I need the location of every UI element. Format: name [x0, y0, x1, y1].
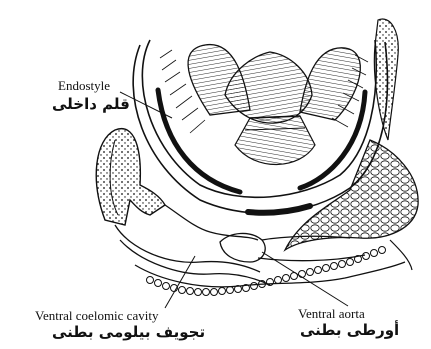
bead-chain	[147, 247, 386, 296]
ventral-aorta-label: Ventral aorta	[298, 307, 365, 320]
ventral-aorta-label-persian: أورطی بطنی	[300, 323, 399, 338]
left-lateral-fold	[96, 129, 165, 225]
ventral-coelomic-cavity-label: Ventral coelomic cavity	[35, 309, 158, 322]
endostyle-label-persian: قلم داخلی	[52, 97, 130, 112]
endostyle-lobes	[188, 45, 360, 165]
ventral-coelomic-cavity-label-persian: تجویف بیلومی بطنی	[52, 325, 205, 340]
ventral-coelomic-cavity-leader-line	[165, 256, 195, 308]
endostyle-label: Endostyle	[58, 79, 110, 92]
